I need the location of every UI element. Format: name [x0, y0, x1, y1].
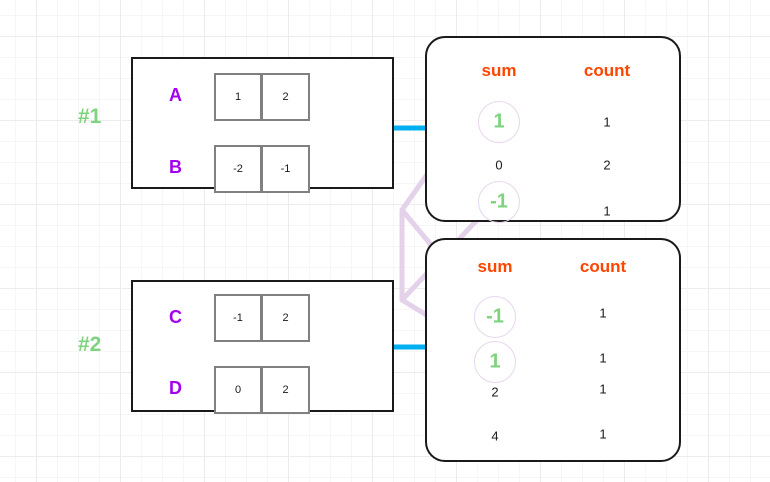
cell-a-1: 2: [262, 73, 310, 121]
group-label-2: #2: [78, 333, 102, 356]
agg-bottom-count-row3: 1: [599, 426, 607, 442]
agg-bottom-sum-row2: 2: [491, 384, 499, 400]
cell-a-0: 1: [214, 73, 262, 121]
row-name-b: B: [169, 157, 182, 177]
cell-d-1: 2: [262, 366, 310, 414]
agg-bottom-sum-row1: 1: [489, 350, 501, 373]
agg-top-count-row1: 2: [603, 157, 611, 173]
cell-b-1: -1: [262, 145, 310, 193]
row-cells-c: -1 2: [214, 294, 310, 342]
agg-bottom-sum-row0: -1: [486, 305, 504, 328]
agg-bottom-count-row0: 1: [599, 305, 607, 321]
cell-d-0: 0: [214, 366, 262, 414]
row-name-a: A: [169, 85, 182, 105]
row-cells-a: 1 2: [214, 73, 310, 121]
agg-top-sum-row1: 0: [495, 157, 503, 173]
row-name-d: D: [169, 378, 182, 398]
agg-top-count-row0: 1: [603, 114, 611, 130]
row-name-c: C: [169, 307, 182, 327]
agg-top-count-row2: 1: [603, 203, 611, 219]
group-label-1: #1: [78, 105, 102, 128]
agg-bottom-highlight-circle-row1: [474, 341, 516, 383]
agg-top-sum-row2: -1: [490, 190, 508, 213]
agg-bottom-highlight-circle-row0: [474, 296, 516, 338]
agg-bottom-header-count: count: [579, 257, 627, 276]
agg-top-header-sum: sum: [481, 61, 517, 80]
group-box-1: A 1 2 B -2 -1: [131, 57, 394, 193]
agg-bottom-sum-row3: 4: [491, 428, 499, 444]
cell-b-0: -2: [214, 145, 262, 193]
group-box-2: C -1 2 D 0 2: [131, 280, 394, 414]
agg-bottom-count-row2: 1: [599, 381, 607, 397]
agg-bottom-header-sum: sum: [477, 257, 513, 276]
cell-c-1: 2: [262, 294, 310, 342]
agg-table-bottom: sum count -1 1 1 1 2 1 4 1: [425, 238, 681, 462]
agg-top-highlight-circle-row0: [478, 101, 520, 143]
agg-bottom-count-row1: 1: [599, 350, 607, 366]
agg-top-header-count: count: [583, 61, 631, 80]
agg-table-top: sum count 1 1 0 2 -1 1: [425, 36, 681, 223]
agg-top-highlight-circle-row2: [478, 181, 520, 223]
agg-top-sum-row0: 1: [493, 110, 505, 133]
row-cells-b: -2 -1: [214, 145, 310, 193]
cell-c-0: -1: [214, 294, 262, 342]
row-cells-d: 0 2: [214, 366, 310, 414]
